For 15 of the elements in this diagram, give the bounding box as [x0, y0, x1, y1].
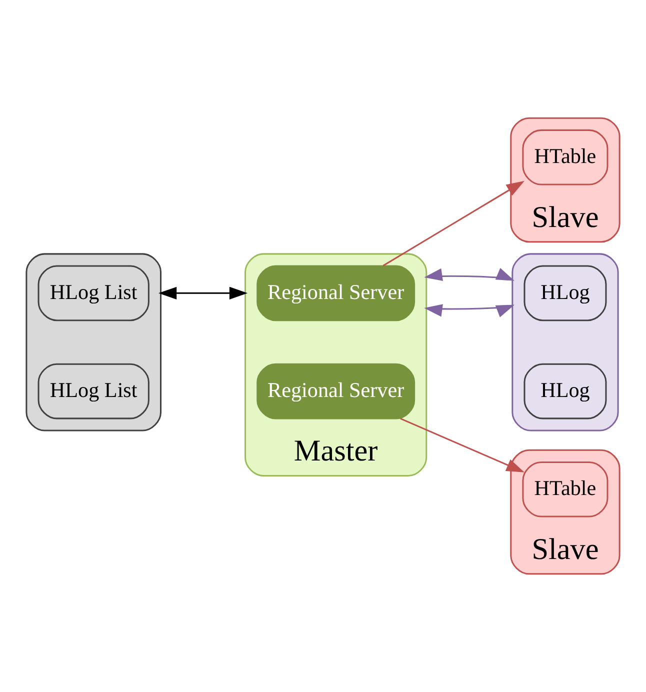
cluster — [26, 253, 162, 432]
arrow — [424, 268, 515, 281]
arrow — [158, 286, 248, 300]
node-box: Regional Server — [256, 363, 416, 420]
node-box: HLog List — [38, 265, 150, 322]
arrow — [382, 180, 524, 266]
node-box: HTable — [522, 129, 608, 186]
node-box: HLog List — [38, 363, 150, 420]
node-box: HLog — [524, 363, 607, 420]
arrow — [400, 418, 524, 472]
cluster — [512, 253, 619, 432]
node-box: HLog — [524, 265, 607, 322]
node-box: HTable — [522, 461, 608, 518]
node-box: Regional Server — [256, 265, 416, 322]
arrow — [424, 304, 515, 318]
